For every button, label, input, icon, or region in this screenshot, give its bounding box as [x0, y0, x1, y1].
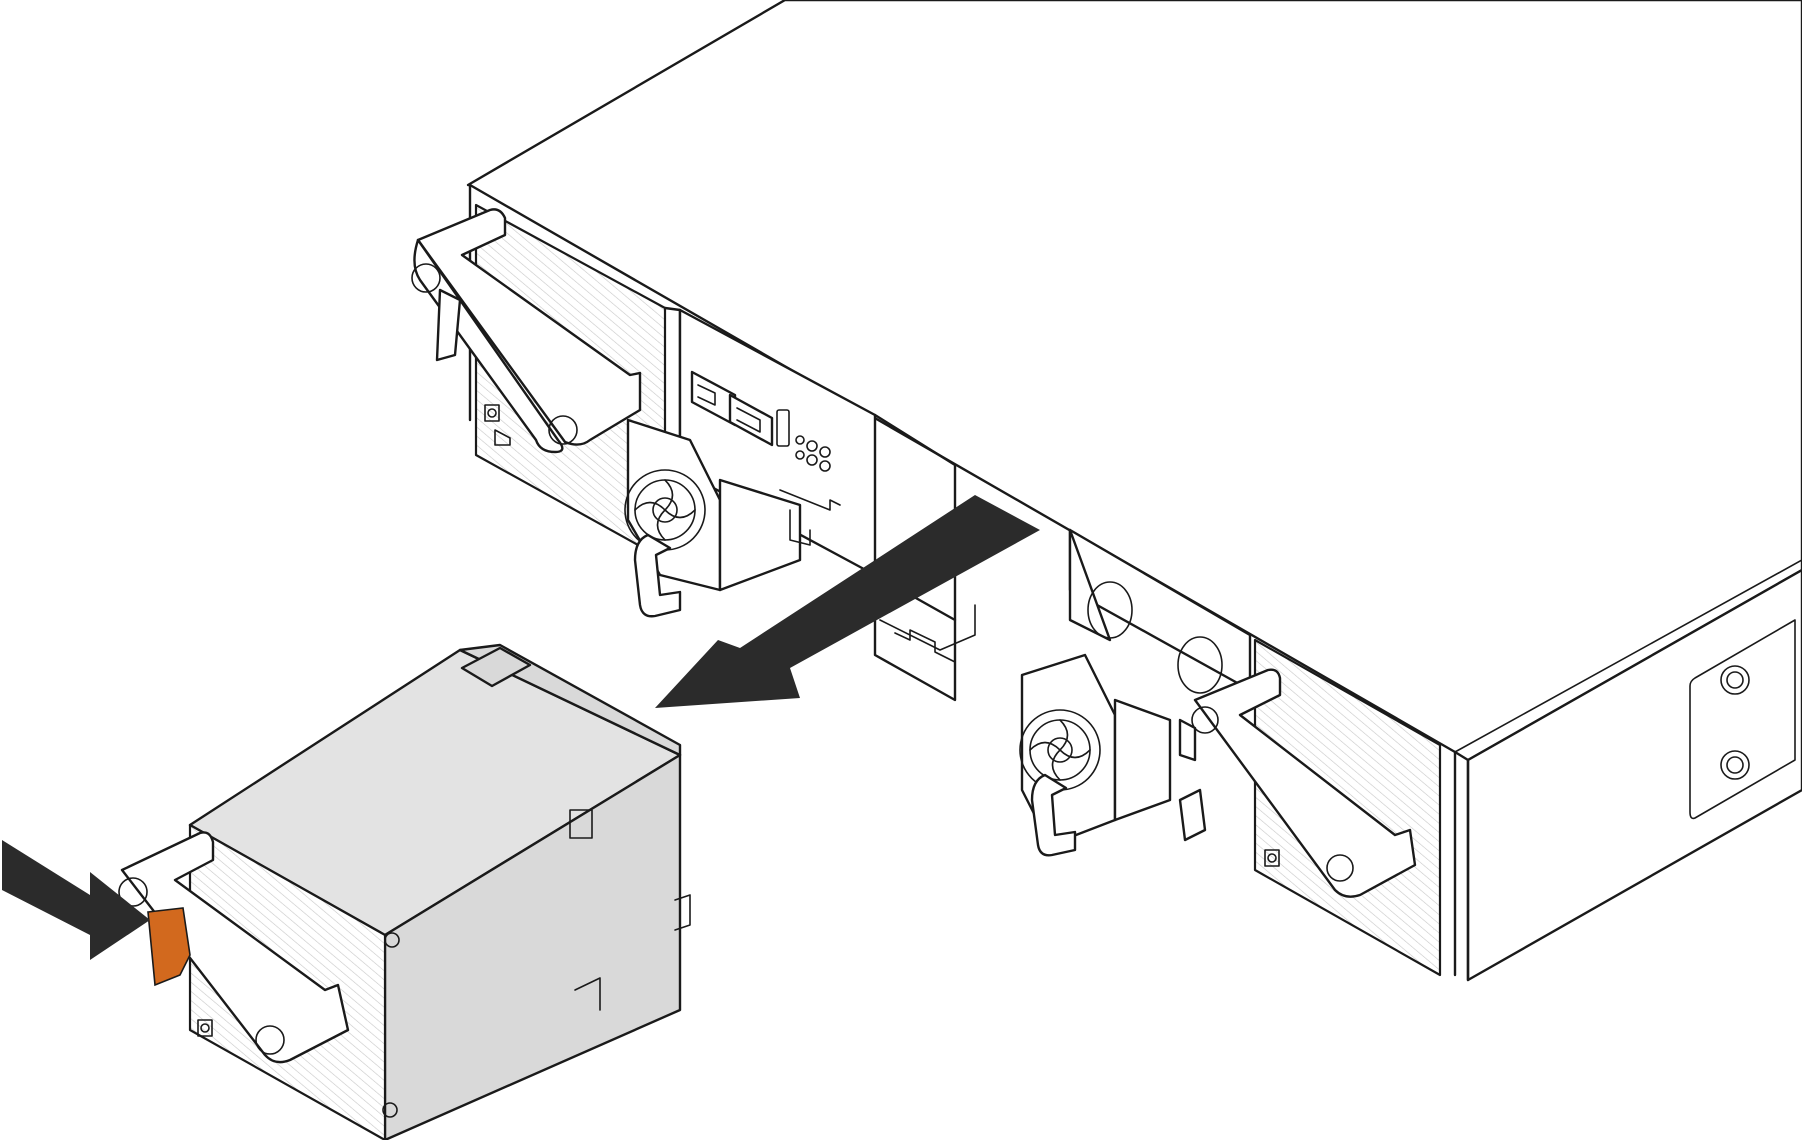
led-indicator-icon	[1264, 849, 1280, 867]
screw-icon	[1720, 665, 1750, 695]
usb-port-icon	[776, 409, 790, 447]
handle-icon	[118, 831, 350, 1064]
fan-module-left	[624, 418, 841, 618]
power-supply-bay-right	[1068, 528, 1442, 977]
handle-icon	[1191, 668, 1417, 898]
fan-handle	[633, 533, 682, 618]
removal-direction-arrow	[655, 495, 1040, 708]
led-indicator-icon	[197, 1019, 213, 1037]
fan-handle	[1030, 773, 1077, 857]
chassis-top	[466, 0, 1802, 762]
right-latch	[1178, 718, 1197, 762]
psu-clip	[569, 809, 593, 839]
hot-swap-power-supply	[118, 643, 691, 1140]
press-latch-arrow	[2, 840, 150, 960]
left-latch	[435, 288, 462, 362]
side-mount-plate	[1689, 619, 1796, 820]
screw-icon	[382, 1102, 398, 1118]
release-latch[interactable]	[147, 907, 191, 987]
led-indicator-icon	[795, 435, 831, 472]
fan-module-right	[1019, 653, 1172, 857]
bay-hole	[1177, 636, 1223, 694]
handle-icon	[411, 208, 642, 454]
ethernet-port-icon	[690, 370, 774, 447]
power-supply-bay-left	[411, 203, 682, 562]
led-indicator-icon	[484, 404, 500, 422]
screw-icon	[384, 932, 400, 948]
bay-hole	[1087, 581, 1133, 639]
screw-icon	[1720, 750, 1750, 780]
